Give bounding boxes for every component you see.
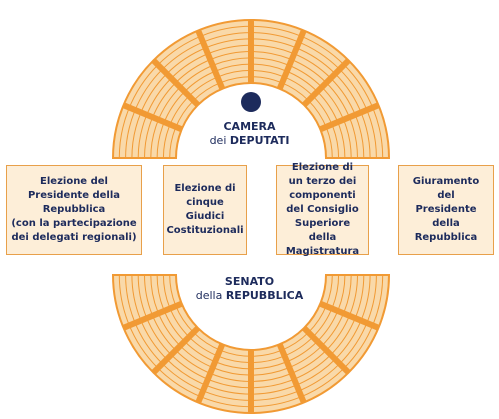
camera-hemicycle	[111, 19, 391, 159]
senato-label-prefix: della	[195, 289, 226, 302]
senato-label-name: REPUBBLICA	[225, 289, 304, 302]
function-box-text: Giuramento del Presidente della Repubbli…	[412, 176, 480, 243]
senato-label-line1: SENATO	[224, 275, 275, 288]
camera-label-line1: CAMERA	[223, 120, 276, 133]
camera-label: CAMERA dei DEPUTATI	[0, 120, 499, 148]
seating-aisle	[319, 102, 380, 133]
function-box-presidential-oath: Giuramento del Presidente della Repubbli…	[398, 165, 494, 255]
seating-aisle	[276, 343, 307, 404]
seating-aisle	[301, 325, 351, 375]
function-box-presidential-election: Elezione del Presidente della Repubblica…	[6, 165, 142, 255]
senato-hemicycle	[111, 274, 391, 414]
seating-aisle	[319, 300, 380, 331]
seating-aisle	[195, 29, 226, 90]
seating-aisle	[301, 58, 351, 108]
seating-aisle	[195, 343, 226, 404]
seating-aisle	[122, 102, 183, 133]
function-box-magistrature-council: Elezione di un terzo dei componenti del …	[276, 162, 369, 257]
camera-label-prefix: dei	[209, 134, 230, 147]
seating-aisle	[151, 58, 201, 108]
president-seat-dot	[241, 92, 261, 112]
senato-label: SENATO della REPUBBLICA	[0, 275, 499, 303]
camera-label-name: DEPUTATI	[229, 134, 290, 147]
seating-aisle	[122, 300, 183, 331]
function-box-text: Elezione di un terzo dei componenti del …	[285, 162, 360, 257]
function-box-text: Elezione del Presidente della Repubblica…	[11, 176, 137, 243]
seating-band	[111, 274, 391, 414]
seating-aisle	[151, 325, 201, 375]
seating-aisle	[276, 29, 307, 90]
seating-band	[111, 19, 391, 159]
function-box-constitutional-judges: Elezione di cinque Giudici Costituzional…	[163, 165, 247, 255]
function-box-text: Elezione di cinque Giudici Costituzional…	[166, 183, 244, 236]
